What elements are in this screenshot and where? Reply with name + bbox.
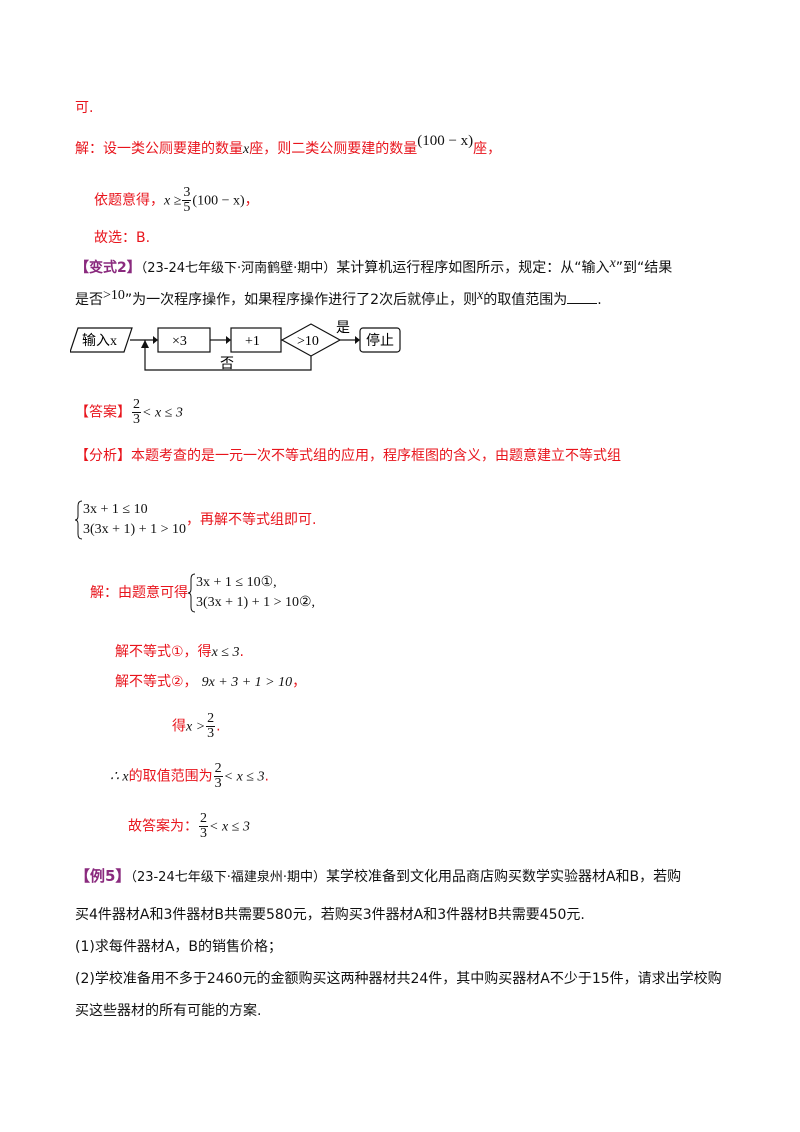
question-2-line2: 买这些器材的所有可能的方案. (75, 1003, 262, 1019)
solve-step-1: 解不等式①，得x ≤ 3. (115, 644, 244, 660)
add-label: +1 (245, 334, 260, 349)
example-text-line2: 买4件器材A和3件器材B共需要580元，若购买3件器材A和3件器材B共需要450… (75, 907, 585, 923)
program-flowchart: 输入x ×3 +1 >10 是 停止 否 (70, 321, 401, 372)
multiply-label: ×3 (172, 334, 187, 349)
example-heading: 【例5】（23-24七年级下·福建泉州·期中）某学校准备到文化用品商店购买数学实… (75, 867, 682, 885)
solution-setup: 解：设一类公厕要建的数量x座，则二类公厕要建的数量(100 − x)座， (75, 133, 502, 157)
loop-back-arrow (144, 340, 312, 371)
variant-heading: 【变式2】（23-24七年级下·河南鹤壁·期中）某计算机运行程序如图所示，规定：… (75, 256, 673, 276)
continuation-text: 可. (75, 100, 94, 116)
left-brace-icon (188, 573, 196, 613)
choice-answer: 故选：B. (94, 230, 151, 246)
stop-box (359, 327, 401, 353)
answer-blank (567, 291, 598, 304)
yes-label: 是 (336, 321, 350, 336)
solve-step-2: 解不等式②，9x + 3 + 1 > 10， (115, 674, 307, 690)
no-label: 否 (220, 357, 234, 372)
analysis-line: 【分析】本题考查的是一元一次不等式组的应用，程序框图的含义，由题意建立不等式组 (75, 448, 621, 464)
question-1: (1)求每件器材A，B的销售价格； (75, 939, 283, 955)
left-brace-icon (75, 500, 83, 540)
condition-label: >10 (297, 334, 319, 349)
input-label: 输入x (82, 333, 117, 349)
stop-label: 停止 (366, 332, 394, 349)
variant-text-line2: 是否>10”为一次程序操作，如果程序操作进行了2次后就停止，则x的取值范围为. (75, 288, 602, 308)
input-box (70, 327, 133, 353)
question-2-line1: (2)学校准备用不多于2460元的金额购买这两种器材共24件，其中购买器材A不少… (75, 971, 722, 987)
